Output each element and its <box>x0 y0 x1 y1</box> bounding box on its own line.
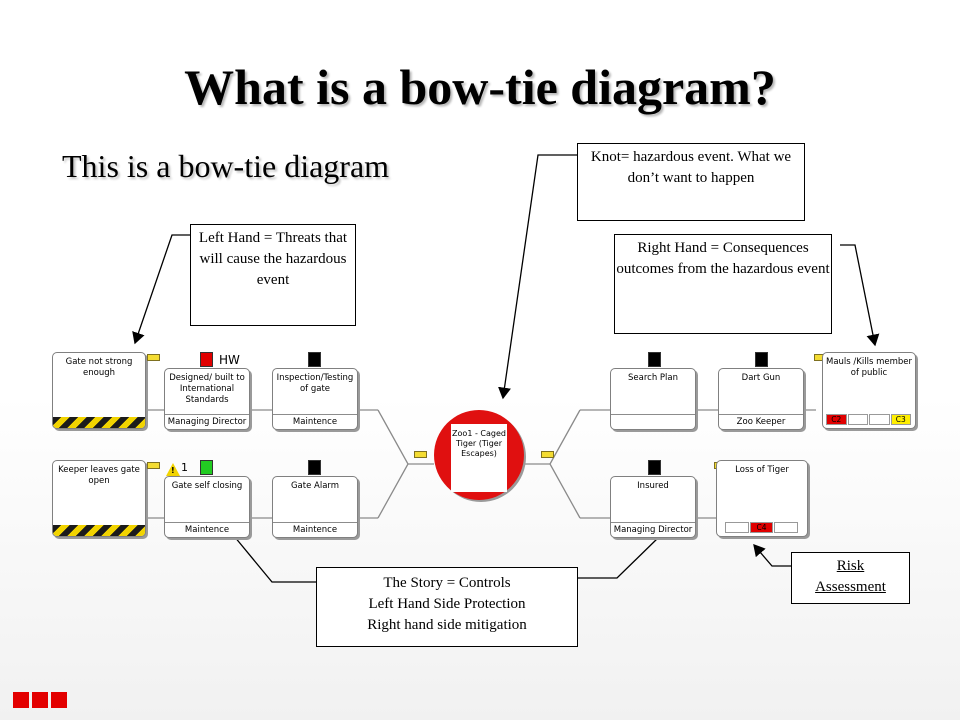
hw-label: HW <box>219 353 240 367</box>
control-designed-built[interactable]: Designed/ built to International Standar… <box>164 368 250 430</box>
callout-arrows <box>132 154 880 583</box>
left-hand-callout: Left Hand = Threats that will cause the … <box>190 224 356 326</box>
logo-square <box>32 692 48 708</box>
rating-cell: C4 <box>749 522 774 533</box>
control-name: Search Plan <box>628 373 678 383</box>
knot-callout-text: Knot= hazardous event. What we don’t wan… <box>590 149 792 186</box>
logo-square <box>51 692 67 708</box>
rating-cell <box>774 522 799 533</box>
rating-cell: C2 <box>826 414 847 425</box>
control-owner <box>611 414 695 429</box>
rating-cell <box>869 414 890 425</box>
slide-title: What is a bow-tie diagram? <box>184 59 776 115</box>
logo-square <box>13 692 29 708</box>
story-line-1: The Story = Controls <box>383 575 511 591</box>
control-owner: Managing Director <box>611 522 695 537</box>
control-status-green <box>200 460 213 475</box>
risk-rating-row: C2 C3 <box>826 414 912 425</box>
warning-count: 1 <box>181 461 188 474</box>
control-status-black <box>308 352 321 367</box>
control-insured[interactable]: Insured Managing Director <box>610 476 696 538</box>
knot-left-tag <box>414 451 427 458</box>
right-hand-callout: Right Hand = Consequences outcomes from … <box>614 234 832 334</box>
risk-rating-row: C4 <box>725 522 799 533</box>
control-owner: Maintence <box>273 414 357 429</box>
risk-assessment-callout: Risk Assessment <box>791 552 910 604</box>
control-name: Inspection/Testing of gate <box>276 373 354 394</box>
threat-label: Gate not strong enough <box>65 357 133 378</box>
control-status-black <box>308 460 321 475</box>
control-name: Designed/ built to International Standar… <box>169 373 245 405</box>
control-status-black <box>648 460 661 475</box>
threat-tag <box>147 462 160 469</box>
control-name: Gate Alarm <box>290 481 340 491</box>
control-owner: Managing Director <box>165 414 249 429</box>
warning-icon <box>166 463 180 476</box>
control-gate-alarm[interactable]: Gate Alarm Maintence <box>272 476 358 538</box>
control-name: Gate self closing <box>171 481 243 491</box>
consequence-label: Mauls /Kills member of public <box>826 357 912 378</box>
control-search-plan[interactable]: Search Plan <box>610 368 696 430</box>
control-gate-self-closing[interactable]: Gate self closing Maintence <box>164 476 250 538</box>
slide-subtitle: This is a bow-tie diagram <box>62 148 390 184</box>
control-name: Insured <box>637 481 669 491</box>
knot-callout: Knot= hazardous event. What we don’t wan… <box>577 143 805 221</box>
threat-hazard-stripe <box>53 417 145 428</box>
rating-cell: C3 <box>890 414 911 425</box>
control-dart-gun[interactable]: Dart Gun Zoo Keeper <box>718 368 804 430</box>
control-name: Dart Gun <box>741 373 781 383</box>
threat-label: Keeper leaves gate open <box>58 465 140 486</box>
threat-tag <box>147 354 160 361</box>
risk-assessment-text: Risk Assessment <box>815 558 886 595</box>
threat-gate-not-strong[interactable]: Gate not strong enough <box>52 352 146 429</box>
right-hand-callout-text: Right Hand = Consequences outcomes from … <box>616 240 830 277</box>
story-callout: The Story = Controls Left Hand Side Prot… <box>316 567 578 647</box>
control-status-red <box>200 352 213 367</box>
control-status-black <box>755 352 768 367</box>
left-hand-callout-text: Left Hand = Threats that will cause the … <box>198 230 348 288</box>
control-status-black <box>648 352 661 367</box>
consequence-loss-of-tiger[interactable]: Loss of Tiger C4 <box>716 460 808 537</box>
control-owner: Zoo Keeper <box>719 414 803 429</box>
story-line-2: Left Hand Side Protection <box>368 596 526 612</box>
warning-mark: ! <box>171 466 175 475</box>
control-owner: Maintence <box>165 522 249 537</box>
control-owner: Maintence <box>273 522 357 537</box>
threat-keeper-leaves-gate[interactable]: Keeper leaves gate open <box>52 460 146 537</box>
hazard-label: Zoo1 - Caged Tiger (Tiger Escapes) <box>451 424 507 492</box>
control-inspection-testing[interactable]: Inspection/Testing of gate Maintence <box>272 368 358 430</box>
rating-cell <box>847 414 868 425</box>
threat-hazard-stripe <box>53 525 145 536</box>
brand-logo <box>13 692 67 708</box>
story-line-3: Right hand side mitigation <box>367 617 527 633</box>
rating-cell <box>725 522 749 533</box>
consequence-mauls-kills[interactable]: Mauls /Kills member of public C2 C3 <box>822 352 916 429</box>
hazardous-event-knot[interactable]: Zoo1 - Caged Tiger (Tiger Escapes) <box>434 410 524 500</box>
consequence-label: Loss of Tiger <box>735 465 789 475</box>
knot-right-tag <box>541 451 554 458</box>
